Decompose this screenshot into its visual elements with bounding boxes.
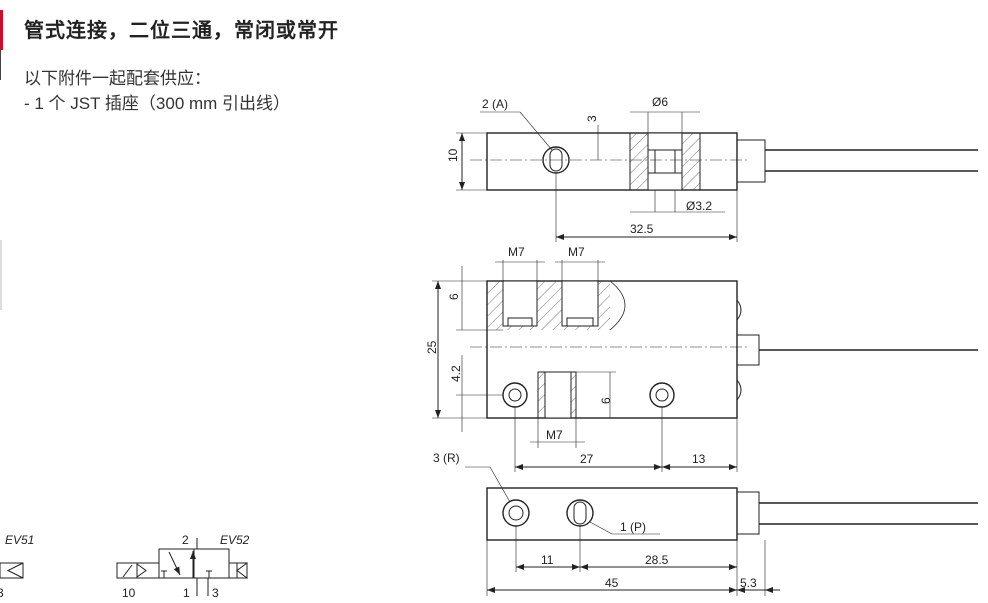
divider — [0, 240, 2, 310]
page-title: 管式连接，二位三通，常闭或常开 — [24, 20, 339, 42]
port-label: 3 — [212, 586, 219, 600]
dim-label: 11 — [541, 553, 554, 567]
port-thread-label: M7 — [568, 245, 585, 259]
top-view — [456, 111, 978, 242]
section-marker — [0, 10, 3, 50]
dim-label: Ø3.2 — [686, 199, 712, 213]
port-label: 3 — [0, 586, 4, 600]
ev52-valve-symbol — [116, 538, 248, 596]
dim-label: 28.5 — [645, 553, 669, 567]
bottom-view — [465, 466, 978, 596]
description-line: - 1 个 JST 插座（300 mm 引出线） — [24, 94, 291, 113]
dim-label: 13 — [692, 452, 706, 466]
dim-label: 6 — [599, 397, 613, 404]
port-thread-label: M7 — [546, 428, 563, 442]
dim-label: 5.3 — [740, 576, 757, 590]
port-label: 2 — [182, 533, 189, 547]
accessory-description: 以下附件一起配套供应： - 1 个 JST 插座（300 mm 引出线） — [24, 66, 290, 116]
dim-label: Ø6 — [652, 95, 668, 109]
dim-label: 45 — [605, 576, 619, 590]
dim-label: 4.2 — [449, 365, 463, 382]
dim-label: 25 — [425, 340, 439, 354]
dim-label: 6 — [447, 293, 461, 300]
port-thread-label: M7 — [508, 245, 525, 259]
port-a-label: 2 (A) — [482, 97, 508, 111]
dim-label: 32.5 — [630, 222, 654, 236]
dim-label: 27 — [580, 452, 594, 466]
dim-label: 10 — [446, 148, 460, 162]
front-view — [432, 260, 978, 472]
port-label: 10 — [122, 586, 136, 600]
port-label: 1 — [183, 586, 190, 600]
port-p-label: 1 (P) — [620, 520, 646, 534]
ev51-valve-symbol — [0, 562, 24, 579]
port-r-label: 3 (R) — [433, 451, 460, 465]
divider — [0, 50, 1, 80]
ev52-label: EV52 — [220, 533, 250, 547]
description-line: 以下附件一起配套供应： — [24, 69, 211, 88]
dim-label: 3 — [585, 115, 599, 122]
ev51-label: EV51 — [5, 533, 34, 547]
